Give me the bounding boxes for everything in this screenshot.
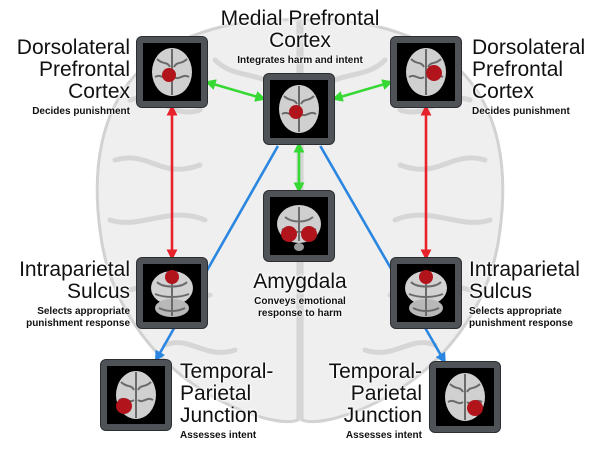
ips-left-desc-line: punishment response <box>26 318 130 329</box>
tpj-right-scan-tile <box>430 362 500 432</box>
activation-spot <box>116 398 132 414</box>
brain-mri-slice-icon <box>107 366 165 424</box>
ips-right-description: Selects appropriate punishment response <box>469 306 600 330</box>
mpfc-title: Medial Prefrontal Cortex <box>200 8 400 52</box>
activation-spot <box>165 270 179 284</box>
ips-left-scan-tile <box>137 258 207 328</box>
ips-right-title: Intraparietal Sulcus <box>469 259 600 303</box>
dlpfc-left-title-line: Prefrontal <box>38 58 130 81</box>
ips-left-title-line: Sulcus <box>66 280 130 303</box>
tpj-right-title: Temporal- Parietal Junction <box>300 361 422 427</box>
dlpfc-left-title-line: Cortex <box>68 80 130 103</box>
tpj-right-title-line: Parietal <box>350 382 422 405</box>
tpj-right-title-line: Junction <box>343 404 422 427</box>
brain-mri-slice-icon <box>143 264 201 322</box>
dlpfc-right-title-line: Prefrontal <box>472 58 564 81</box>
brain-stem <box>294 243 304 251</box>
ips-left-description: Selects appropriate punishment response <box>0 306 130 330</box>
brain-mri-slice-icon <box>397 43 455 101</box>
activation-spot <box>467 400 483 416</box>
tpj-left-scan-tile <box>101 360 171 430</box>
brain-mri-slice-icon <box>270 197 328 255</box>
dlpfc-left-title-line: Dorsolateral <box>16 36 130 59</box>
activation-spot <box>301 226 317 242</box>
ips-right-title-line: Sulcus <box>469 280 533 303</box>
amygdala-desc-line: response to harm <box>258 308 342 319</box>
tpj-left-description: Assesses intent <box>180 430 300 442</box>
brain-folds <box>118 372 154 418</box>
mpfc-desc-line: Integrates harm and intent <box>237 55 363 66</box>
dlpfc-left-desc-line: Decides punishment <box>32 106 130 117</box>
ips-left-title: Intraparietal Sulcus <box>0 259 130 303</box>
amygdala-title: Amygdala <box>200 271 400 293</box>
ips-left-title-line: Intraparietal <box>19 258 130 281</box>
dlpfc-left-title: Dorsolateral Prefrontal Cortex <box>0 37 130 103</box>
amygdala-description: Conveys emotional response to harm <box>200 296 400 320</box>
mpfc-description: Integrates harm and intent <box>200 55 400 67</box>
dlpfc-left-description: Decides punishment <box>0 106 130 118</box>
brain-mri-slice-icon <box>436 368 494 426</box>
dlpfc-right-title-line: Cortex <box>472 80 534 103</box>
dlpfc-right-desc-line: Decides punishment <box>472 106 570 117</box>
ips-left-desc-line: Selects appropriate <box>37 306 130 317</box>
brain-folds <box>408 272 444 316</box>
activation-spot <box>289 105 303 119</box>
brain-mri-slice-icon <box>397 264 455 322</box>
tpj-left-title-line: Temporal- <box>180 360 274 383</box>
tpj-left-title: Temporal- Parietal Junction <box>180 361 300 427</box>
ips-right-scan-tile <box>391 258 461 328</box>
tpj-left-desc-line: Assesses intent <box>180 430 257 441</box>
amygdala-title-line: Amygdala <box>253 270 347 293</box>
activation-spot <box>419 270 433 284</box>
ips-right-title-line: Intraparietal <box>469 258 580 281</box>
brain-folds <box>154 272 190 316</box>
connection-arrow-dlpfc-left-to-mpfc <box>204 79 267 102</box>
activation-spot <box>426 65 442 81</box>
mpfc-title-line: Cortex <box>269 29 331 52</box>
brain-folds <box>447 374 483 420</box>
ips-right-desc-line: Selects appropriate <box>469 306 562 317</box>
dlpfc-right-title: Dorsolateral Prefrontal Cortex <box>472 37 600 103</box>
amygdala-desc-line: Conveys emotional <box>254 296 346 307</box>
amygdala-scan-tile <box>264 191 334 261</box>
brain-folds <box>408 49 444 95</box>
activation-spot <box>162 68 176 82</box>
brain-mri-slice-icon <box>143 43 201 101</box>
dlpfc-right-scan-tile <box>391 37 461 107</box>
dlpfc-right-title-line: Dorsolateral <box>472 36 586 59</box>
tpj-left-title-line: Parietal <box>180 382 252 405</box>
mpfc-scan-tile <box>264 74 334 144</box>
tpj-right-title-line: Temporal- <box>328 360 422 383</box>
ips-right-desc-line: punishment response <box>469 318 573 329</box>
connection-arrow-dlpfc-right-to-mpfc <box>331 79 394 102</box>
brain-mri-slice-icon <box>270 80 328 138</box>
dlpfc-right-description: Decides punishment <box>472 106 600 118</box>
tpj-right-description: Assesses intent <box>300 430 422 442</box>
tpj-left-title-line: Junction <box>180 404 259 427</box>
tpj-right-desc-line: Assesses intent <box>345 430 422 441</box>
dlpfc-left-scan-tile <box>137 37 207 107</box>
mpfc-title-line: Medial Prefrontal <box>220 7 380 30</box>
activation-spot <box>281 226 297 242</box>
